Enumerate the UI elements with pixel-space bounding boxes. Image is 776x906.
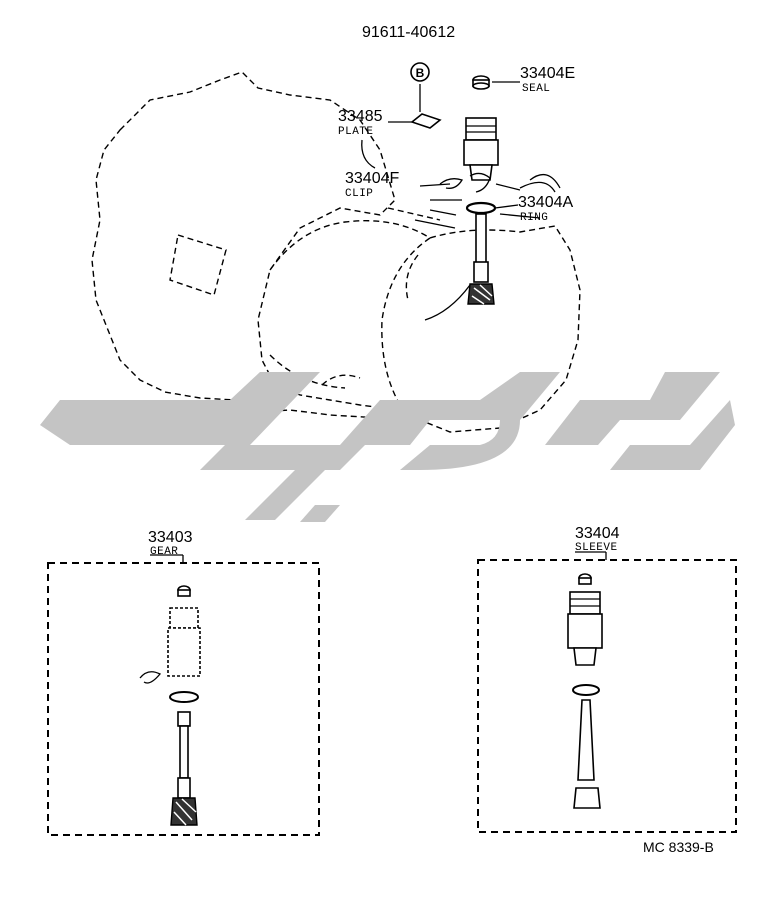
leader-lines xyxy=(361,81,541,219)
callout-ring: 33404A RING xyxy=(518,194,573,224)
transmission-case-outline xyxy=(91,71,581,433)
watermark-logo xyxy=(40,372,735,522)
sleeve-part-number: 33404 xyxy=(575,525,620,542)
callout-plate: 33485 PLATE xyxy=(338,108,383,138)
sleeve-icon xyxy=(463,117,499,181)
callout-clip: 33404F CLIP xyxy=(345,170,399,200)
seal-part-name: SEAL xyxy=(522,83,550,95)
sleeve-part-name: SLEEVE xyxy=(575,542,618,554)
bolt-b-icon: B xyxy=(410,62,430,112)
figure-code: MC 8339-B xyxy=(643,839,714,855)
clip-part-name: CLIP xyxy=(345,188,373,200)
ring-icon xyxy=(465,201,497,215)
callout-seal: 33404E SEAL xyxy=(520,65,575,95)
plate-icon xyxy=(410,113,442,129)
seal-part-number: 33404E xyxy=(520,65,575,82)
gear-part-name: GEAR xyxy=(150,546,178,558)
clip-part-number: 33404F xyxy=(345,170,399,187)
gear-detail-panel: 33403 GEAR xyxy=(47,529,320,836)
svg-text:B: B xyxy=(416,66,425,80)
ring-part-number: 33404A xyxy=(518,194,573,211)
gear-shaft-icon xyxy=(467,213,495,305)
plate-part-number: 33485 xyxy=(338,108,383,125)
seal-icon xyxy=(472,75,490,90)
plate-part-name: PLATE xyxy=(338,126,374,138)
gear-part-number: 33403 xyxy=(148,529,193,546)
bolt-part-number: 91611-40612 xyxy=(362,24,455,41)
callout-bolt: 91611-40612 xyxy=(362,24,455,41)
clip-icon xyxy=(439,172,491,193)
ring-part-name: RING xyxy=(520,212,548,224)
sleeve-detail-panel: 33404 SLEEVE xyxy=(477,525,737,833)
